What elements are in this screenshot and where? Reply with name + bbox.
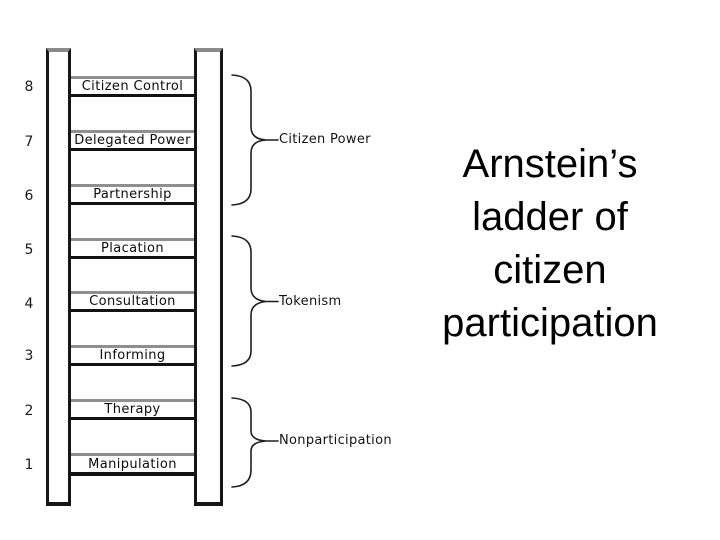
rung-manipulation: Manipulation (71, 453, 194, 476)
rung-number-7: 7 (24, 134, 34, 150)
ladder-left-rail (46, 48, 71, 506)
rung-delegated-power: Delegated Power (71, 130, 194, 151)
slide-title-line: citizen (493, 248, 607, 292)
rung-citizen-control: Citizen Control (71, 76, 194, 97)
rung-label: Therapy (104, 402, 161, 417)
rung-label: Partnership (93, 187, 172, 202)
rung-label: Consultation (89, 294, 176, 309)
rung-label: Placation (100, 241, 165, 256)
slide-title-line: Arnstein’s (462, 142, 638, 186)
rung-number-8: 8 (24, 79, 34, 95)
rung-label: Delegated Power (74, 133, 191, 148)
rung-number-6: 6 (24, 188, 34, 204)
rung-consultation: Consultation (71, 291, 194, 312)
rung-partnership: Partnership (71, 184, 194, 205)
citizen-power-brace-icon (231, 74, 279, 206)
group-label-citizen-power: Citizen Power (279, 132, 371, 147)
tokenism-brace-icon (231, 235, 279, 367)
slide-title-line: ladder of (472, 195, 628, 239)
group-label-tokenism: Tokenism (279, 294, 342, 309)
slide-title: Arnstein’s ladder of citizen participati… (405, 138, 695, 350)
rung-number-2: 2 (24, 403, 34, 419)
rung-label: Citizen Control (81, 79, 184, 94)
rung-number-5: 5 (24, 242, 34, 258)
rung-label: Manipulation (88, 456, 177, 472)
rung-number-1: 1 (24, 457, 34, 473)
rung-label: Informing (99, 348, 166, 363)
group-braces (231, 74, 279, 488)
rung-number-4: 4 (24, 296, 34, 312)
rung-number-3: 3 (24, 348, 34, 364)
slide-title-line: participation (442, 301, 658, 345)
group-label-nonparticipation: Nonparticipation (279, 433, 392, 448)
rung-informing: Informing (71, 345, 194, 366)
ladder-right-rail (194, 48, 223, 506)
rung-therapy: Therapy (71, 399, 194, 420)
nonparticipation-brace-icon (231, 397, 279, 488)
rung-placation: Placation (71, 238, 194, 259)
